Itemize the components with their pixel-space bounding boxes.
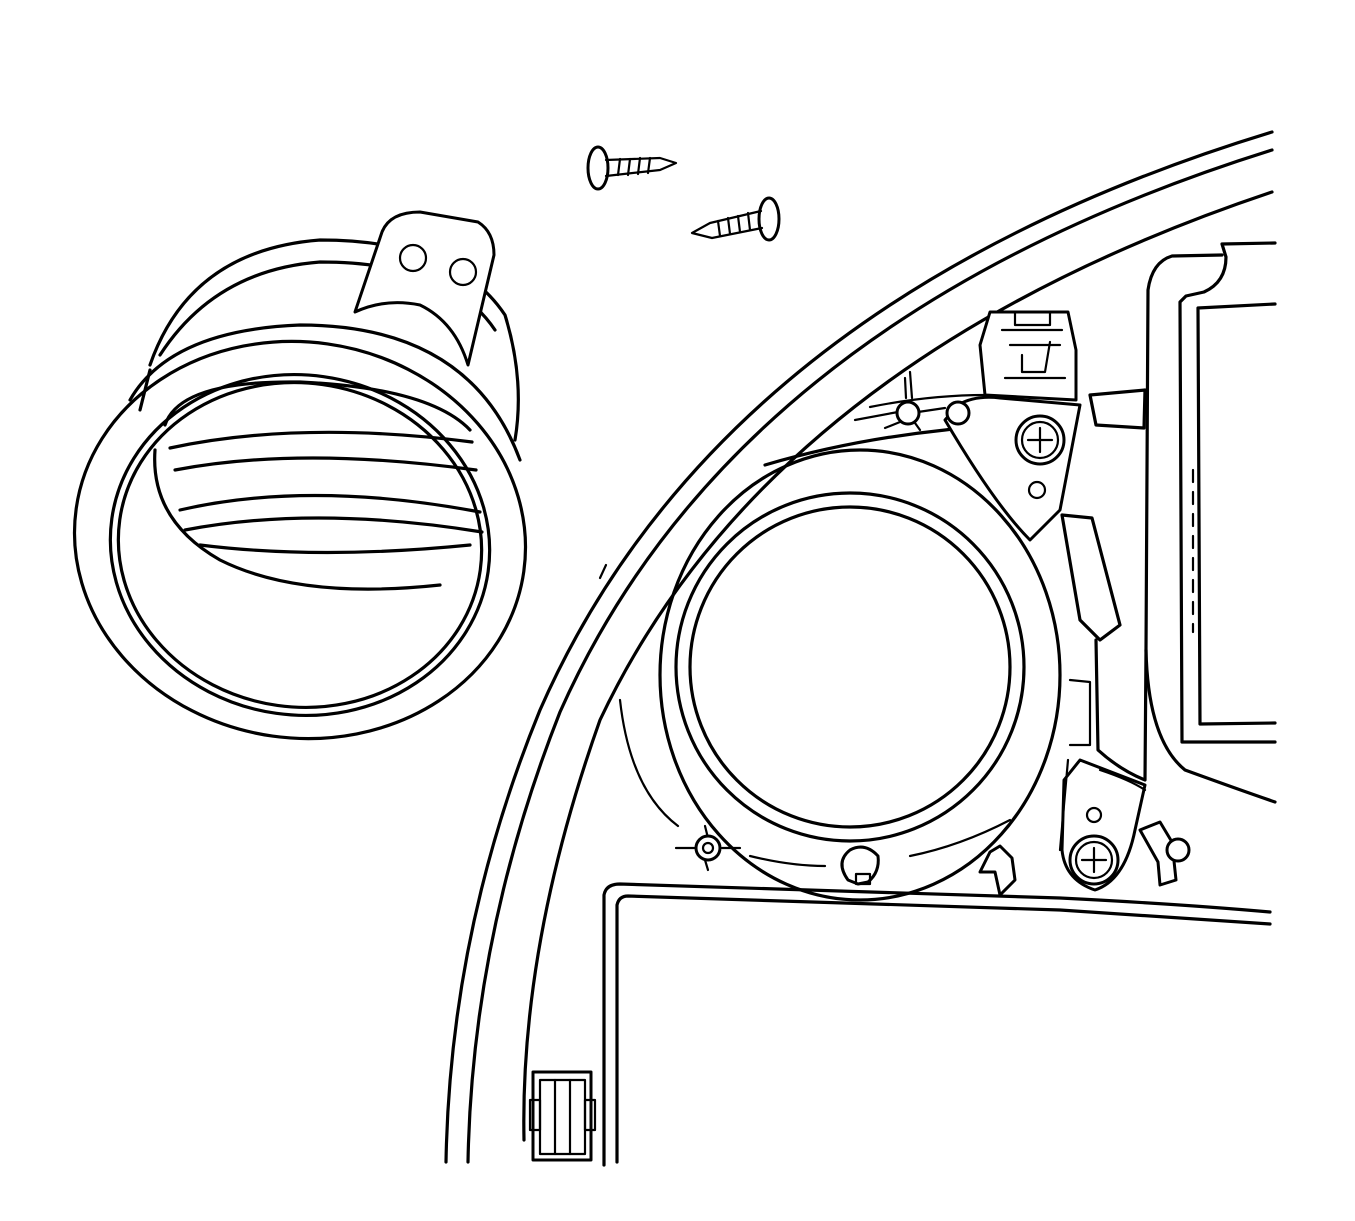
panel-clip-bottom <box>528 1070 597 1162</box>
screw-1 <box>586 145 678 191</box>
instrument-panel-bezel <box>444 130 1277 1167</box>
retainer-clip-left <box>674 824 742 872</box>
air-outlet-vent <box>72 210 528 741</box>
retainer-clip-right <box>1138 820 1191 887</box>
bracket-screw-upper <box>1014 414 1066 466</box>
screw-2 <box>690 196 781 242</box>
bracket-screw-lower <box>1068 834 1120 886</box>
retainer-clip-upper <box>853 370 971 432</box>
retainer-clip-lower <box>840 844 1017 897</box>
vent-opening <box>658 448 1062 902</box>
